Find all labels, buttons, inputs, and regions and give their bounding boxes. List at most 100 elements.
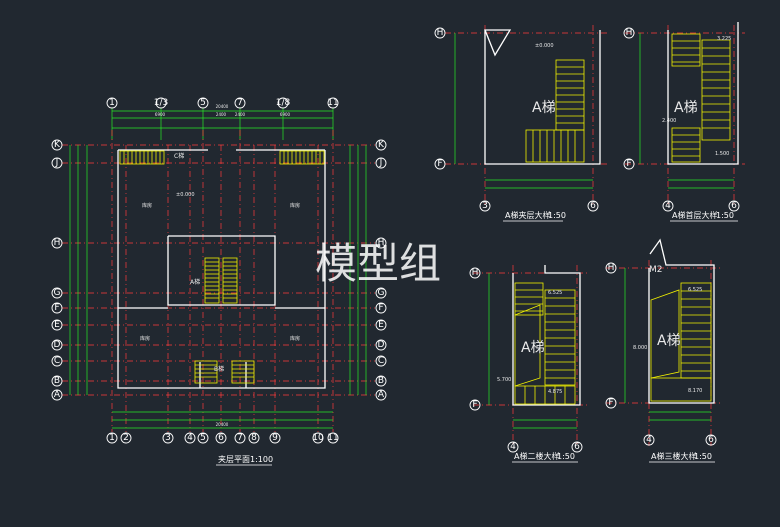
right-axis-A: A <box>378 390 385 400</box>
bottom-axis-5: 5 <box>200 433 206 443</box>
bottom-dim-total: 20400 <box>216 422 229 427</box>
daf-level-2: 2.400 <box>662 118 676 124</box>
da3-level-3: 8.170 <box>688 388 702 394</box>
da2-axis-F: F <box>472 400 477 410</box>
detail-a-mezzanine: H F A梯 ±0.000 3 6 A梯夹层大样 1:50 <box>434 25 610 222</box>
right-axis-F: F <box>378 303 383 313</box>
daf-title: A梯首层大样 <box>672 210 717 220</box>
da2-scale: 1:50 <box>557 452 575 461</box>
right-axis-J: J <box>379 158 383 168</box>
da2-title: A梯二楼大样 <box>514 451 559 461</box>
da2-axis-6: 6 <box>574 442 580 452</box>
right-axis-B: B <box>378 376 384 386</box>
dam-stair-label: A梯 <box>532 100 556 116</box>
detail-a-third: H F M2 A梯 6.525 8.000 8.170 4 6 A梯三楼大样 1… <box>605 238 720 463</box>
bottom-axis-bubbles: 1 2 3 4 5 6 7 8 9 10 11 <box>106 432 339 444</box>
left-axis-D: D <box>54 340 61 350</box>
bottom-axis-6: 6 <box>218 433 224 443</box>
left-axis-G: G <box>54 288 61 298</box>
room-left: 库房 <box>142 202 152 209</box>
main-level-mark: ±0.000 <box>176 192 195 198</box>
right-axis-bubbles: K J H G F E D C B A <box>375 139 387 401</box>
right-axis-G: G <box>378 288 385 298</box>
top-dim-part-4: 6900 <box>280 112 291 117</box>
dam-scale: 1:50 <box>548 211 566 220</box>
dam-level: ±0.000 <box>535 43 554 49</box>
left-axis-H: H <box>54 238 61 248</box>
main-plan-title-text: 夹层平面 <box>218 454 250 464</box>
bottom-axis-7: 7 <box>237 433 243 443</box>
top-axis-4: 7 <box>237 98 243 108</box>
daf-level-1: 3.225 <box>717 36 731 42</box>
detail-a-second: H F A梯 6.525 5.700 4.875 4 6 A梯二楼大样 1:50 <box>469 265 590 463</box>
left-axis-B: B <box>54 376 60 386</box>
da3-level-2: 8.000 <box>633 345 647 351</box>
main-plan-title: 夹层平面 1:100 <box>216 454 273 466</box>
da2-axis-4: 4 <box>510 442 516 452</box>
bottom-axis-3: 3 <box>165 433 171 443</box>
vertical-grid-lines <box>111 130 334 432</box>
dam-axis-3: 3 <box>482 201 488 211</box>
side-dimensions <box>69 145 367 395</box>
top-axis-3: 5 <box>200 98 206 108</box>
right-axis-D: D <box>378 340 385 350</box>
top-dim-total: 20400 <box>216 104 229 109</box>
main-plan-top-dimensions: 20400 6900 2400 2400 6900 <box>111 104 334 140</box>
da3-scale: 1:50 <box>694 452 712 461</box>
bottom-axis-8: 8 <box>251 433 257 443</box>
top-axis-6: 11 <box>327 98 338 108</box>
bottom-axis-9: 9 <box>272 433 278 443</box>
da2-level-1: 6.525 <box>548 290 562 296</box>
stair-a-label: A梯 <box>190 278 200 286</box>
da3-axis-H: H <box>608 263 615 273</box>
right-axis-E: E <box>378 320 384 330</box>
top-dim-part-2: 2400 <box>216 112 227 117</box>
bottom-axis-4: 4 <box>187 433 193 443</box>
daf-axis-4: 4 <box>665 201 671 211</box>
da3-level-1: 6.525 <box>688 287 702 293</box>
room-right-lower: 库房 <box>290 335 300 342</box>
building-walls <box>117 149 326 389</box>
da3-axis-4: 4 <box>646 435 652 445</box>
stair-c: C梯 <box>119 150 325 165</box>
daf-scale: 1:50 <box>716 211 734 220</box>
daf-stair-label: A梯 <box>674 100 698 116</box>
stair-b-label: B梯 <box>214 365 224 373</box>
stair-c-label: C梯 <box>174 152 184 160</box>
daf-axis-F: F <box>626 159 631 169</box>
detail-a-first: H F A梯 3.225 2.400 1.500 4 6 A梯首层大样 1:50 <box>623 22 745 222</box>
left-axis-E: E <box>54 320 60 330</box>
dam-axis-H: H <box>437 28 444 38</box>
daf-level-3: 1.500 <box>715 151 729 157</box>
left-axis-F: F <box>54 303 59 313</box>
da3-tag: M2 <box>649 265 663 275</box>
da3-stair-label: A梯 <box>657 333 681 349</box>
da2-stair-label: A梯 <box>521 340 545 356</box>
da3-axis-F: F <box>608 398 613 408</box>
bottom-axis-11: 11 <box>327 433 338 443</box>
dam-axis-6: 6 <box>590 201 596 211</box>
bottom-axis-1: 1 <box>109 433 115 443</box>
main-plan-bottom-dimensions: 20400 <box>112 411 333 429</box>
watermark-text: 模型组 <box>315 239 441 288</box>
top-dim-part-3: 2400 <box>235 112 246 117</box>
daf-axis-H: H <box>626 28 633 38</box>
dam-title: A梯夹层大样 <box>505 210 550 220</box>
right-axis-C: C <box>378 356 384 366</box>
bottom-axis-2: 2 <box>123 433 129 443</box>
da3-title: A梯三楼大样 <box>651 451 696 461</box>
left-axis-K: K <box>54 140 61 150</box>
daf-axis-6: 6 <box>731 201 737 211</box>
top-dim-part-1: 6900 <box>155 112 166 117</box>
top-axis-5: 1/8 <box>276 98 291 108</box>
da2-level-3: 4.875 <box>548 389 562 395</box>
main-plan-scale: 1:100 <box>250 455 273 464</box>
left-axis-A: A <box>54 390 61 400</box>
dam-axis-F: F <box>437 159 442 169</box>
horizontal-grid-lines <box>62 144 375 396</box>
left-axis-J: J <box>55 158 59 168</box>
top-axis-2: 1/3 <box>154 98 168 108</box>
right-axis-K: K <box>378 140 385 150</box>
stair-b: B梯 <box>194 360 255 384</box>
